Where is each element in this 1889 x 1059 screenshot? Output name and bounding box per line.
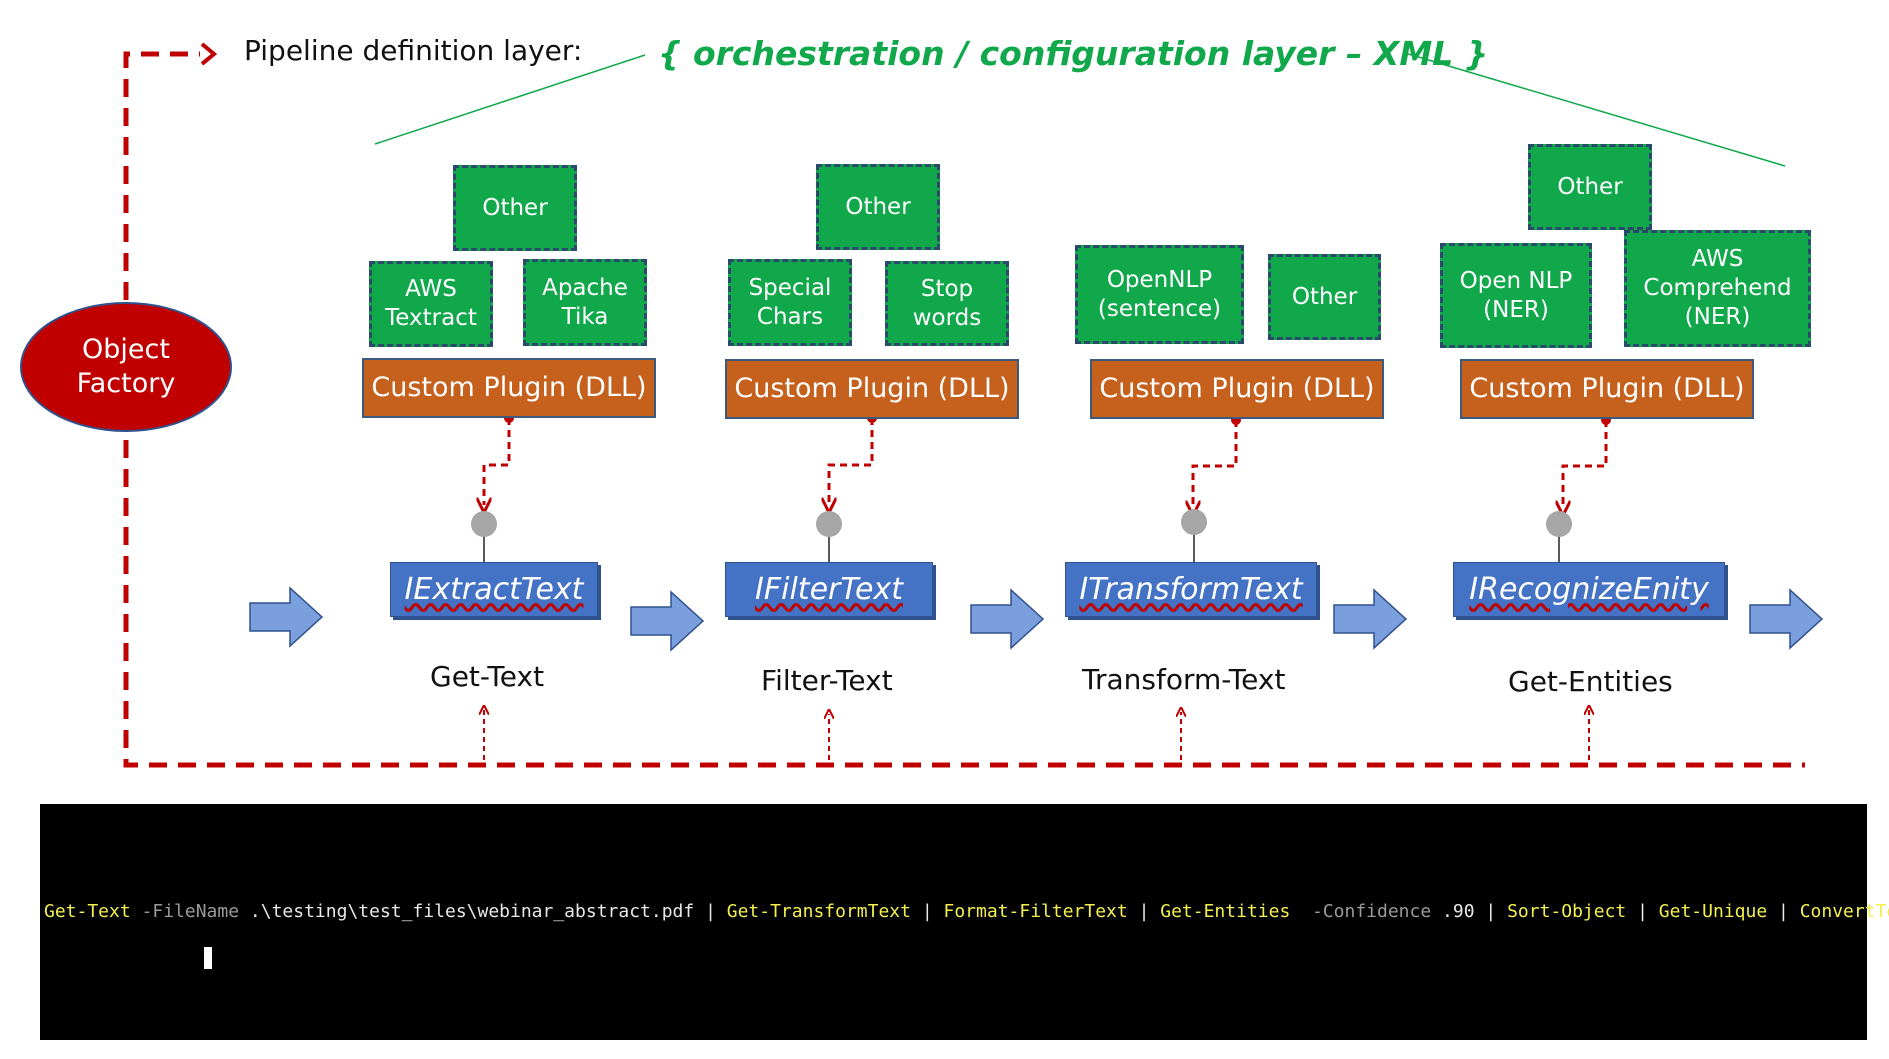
terminal-token-pipe: | [1767, 901, 1800, 922]
terminal-token-pipe: | [694, 901, 727, 922]
stage-name-transform-text: Transform-Text [1082, 663, 1286, 696]
provider-aws-comprehend-ner: AWS Comprehend (NER) [1624, 230, 1811, 347]
provider-other: Other [453, 165, 577, 251]
stage-name-get-entities: Get-Entities [1508, 665, 1673, 698]
terminal-cursor-icon [204, 947, 212, 969]
orchestration-layer-title: { orchestration / configuration layer – … [658, 34, 1489, 73]
custom-plugin-dll: Custom Plugin (DLL) [1090, 359, 1384, 419]
powershell-terminal[interactable]: Get-Text -FileName .\testing\test_files\… [40, 804, 1889, 1040]
object-factory: Object Factory [20, 302, 232, 432]
terminal-token-cmd: Format-FilterText [943, 901, 1128, 922]
plugin-connectors [484, 418, 1608, 508]
interface-iextracttext: IExtractText [390, 562, 598, 617]
provider-special-chars: Special Chars [728, 259, 852, 346]
stage-name-filter-text: Filter-Text [761, 664, 893, 697]
provider-stop-words: Stop words [885, 261, 1009, 346]
interface-irecognizeenity: IRecognizeEnity [1453, 562, 1725, 617]
custom-plugin-dll: Custom Plugin (DLL) [725, 359, 1019, 419]
header-dashed-arrow-head [200, 42, 218, 66]
interface-ifiltertext: IFilterText [725, 562, 933, 617]
terminal-token-param: -FileName [130, 901, 240, 922]
plugin-connector-dots [504, 413, 1611, 425]
stage-name-get-text: Get-Text [430, 660, 545, 693]
terminal-token-cmd: Get-Entities [1160, 901, 1291, 922]
terminal-token-pipe: | [1626, 901, 1659, 922]
terminal-token-cmd: ConvertTo-Json [1799, 901, 1889, 922]
command-line: Get-Text -FileName .\testing\test_files\… [44, 901, 1889, 922]
terminal-token-num: .90 [1431, 901, 1475, 922]
provider-other: Other [816, 164, 940, 250]
pipeline-definition-label: Pipeline definition layer: [244, 34, 583, 67]
provider-other: Other [1528, 144, 1652, 230]
terminal-token-pipe: | [1127, 901, 1161, 922]
terminal-token-param: -Confidence [1290, 901, 1432, 922]
terminal-token-cmd: Get-Text [44, 901, 131, 922]
provider-apache-tika: Apache Tika [523, 259, 647, 346]
terminal-token-cmd: Get-Unique [1658, 901, 1768, 922]
provider-aws-textract: AWS Textract [369, 261, 493, 347]
provider-other: Other [1268, 254, 1381, 340]
lollipop-interface-icon [471, 509, 1572, 562]
terminal-token-pipe: | [910, 901, 944, 922]
right-arrow-icon [249, 586, 1824, 652]
terminal-token-cmd: Get-TransformText [726, 901, 911, 922]
object-factory-dashed-frame [123, 51, 1805, 768]
custom-plugin-dll: Custom Plugin (DLL) [362, 358, 656, 418]
terminal-token-pipe: | [1474, 901, 1508, 922]
factory-injection-arrows [484, 710, 1589, 760]
orchestration-bracket-right [1404, 52, 1786, 167]
orchestration-bracket-left [374, 54, 646, 145]
terminal-token-cmd: Sort-Object [1507, 901, 1627, 922]
custom-plugin-dll: Custom Plugin (DLL) [1460, 359, 1754, 419]
interface-itransformtext: ITransformText [1065, 562, 1317, 617]
terminal-token-arg: .\testing\test_files\webinar_abstract.pd… [239, 901, 695, 922]
provider-open-nlp-ner: Open NLP (NER) [1440, 243, 1592, 348]
provider-opennlp-sentence: OpenNLP (sentence) [1075, 245, 1244, 344]
